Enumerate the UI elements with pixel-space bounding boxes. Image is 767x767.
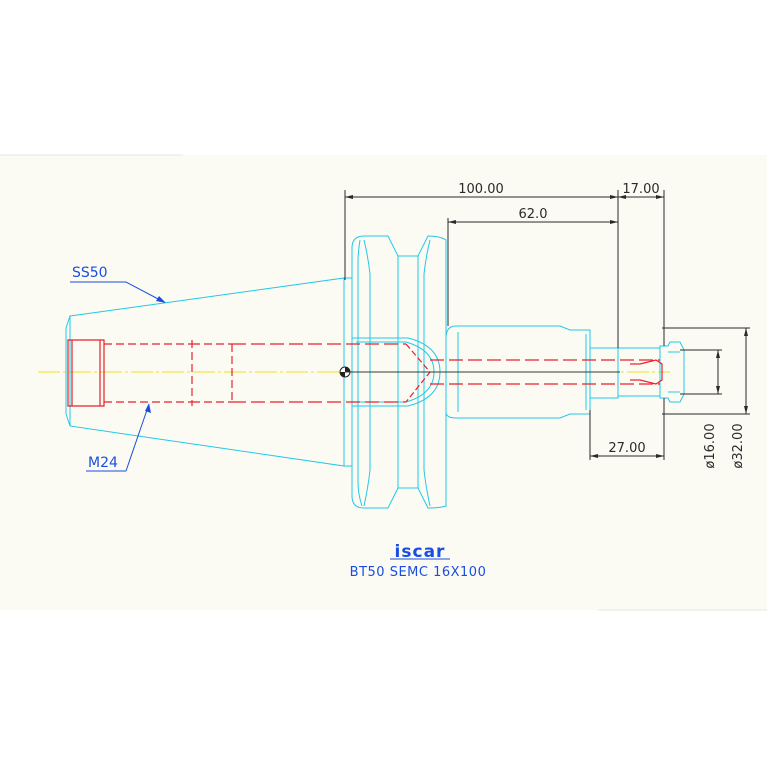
logo-text: iscar — [395, 542, 446, 562]
brand-logo: iscar — [390, 542, 450, 562]
callout-thread: M24 — [88, 455, 118, 471]
dim-diameter-small: ø16.00 — [703, 423, 718, 468]
drawing-panel — [0, 155, 767, 610]
center-marker — [339, 366, 620, 378]
dimension-arrows — [345, 195, 748, 458]
part-caption: BT50 SEMC 16X100 — [350, 565, 487, 580]
nose — [590, 347, 619, 399]
dim-shank-length: 27.00 — [608, 441, 645, 456]
leader-arrows — [145, 296, 166, 413]
collet-screw — [639, 359, 663, 385]
dim-overall-length: 100.00 — [458, 182, 504, 197]
leaders — [70, 281, 163, 472]
dim-tip-length: 17.00 — [622, 182, 659, 197]
dim-inner-length: 62.0 — [519, 207, 548, 222]
dim-diameter-large: ø32.00 — [731, 423, 746, 468]
flange-outline — [351, 235, 447, 509]
thread-bore — [67, 339, 105, 407]
callout-taper: SS50 — [72, 265, 108, 281]
